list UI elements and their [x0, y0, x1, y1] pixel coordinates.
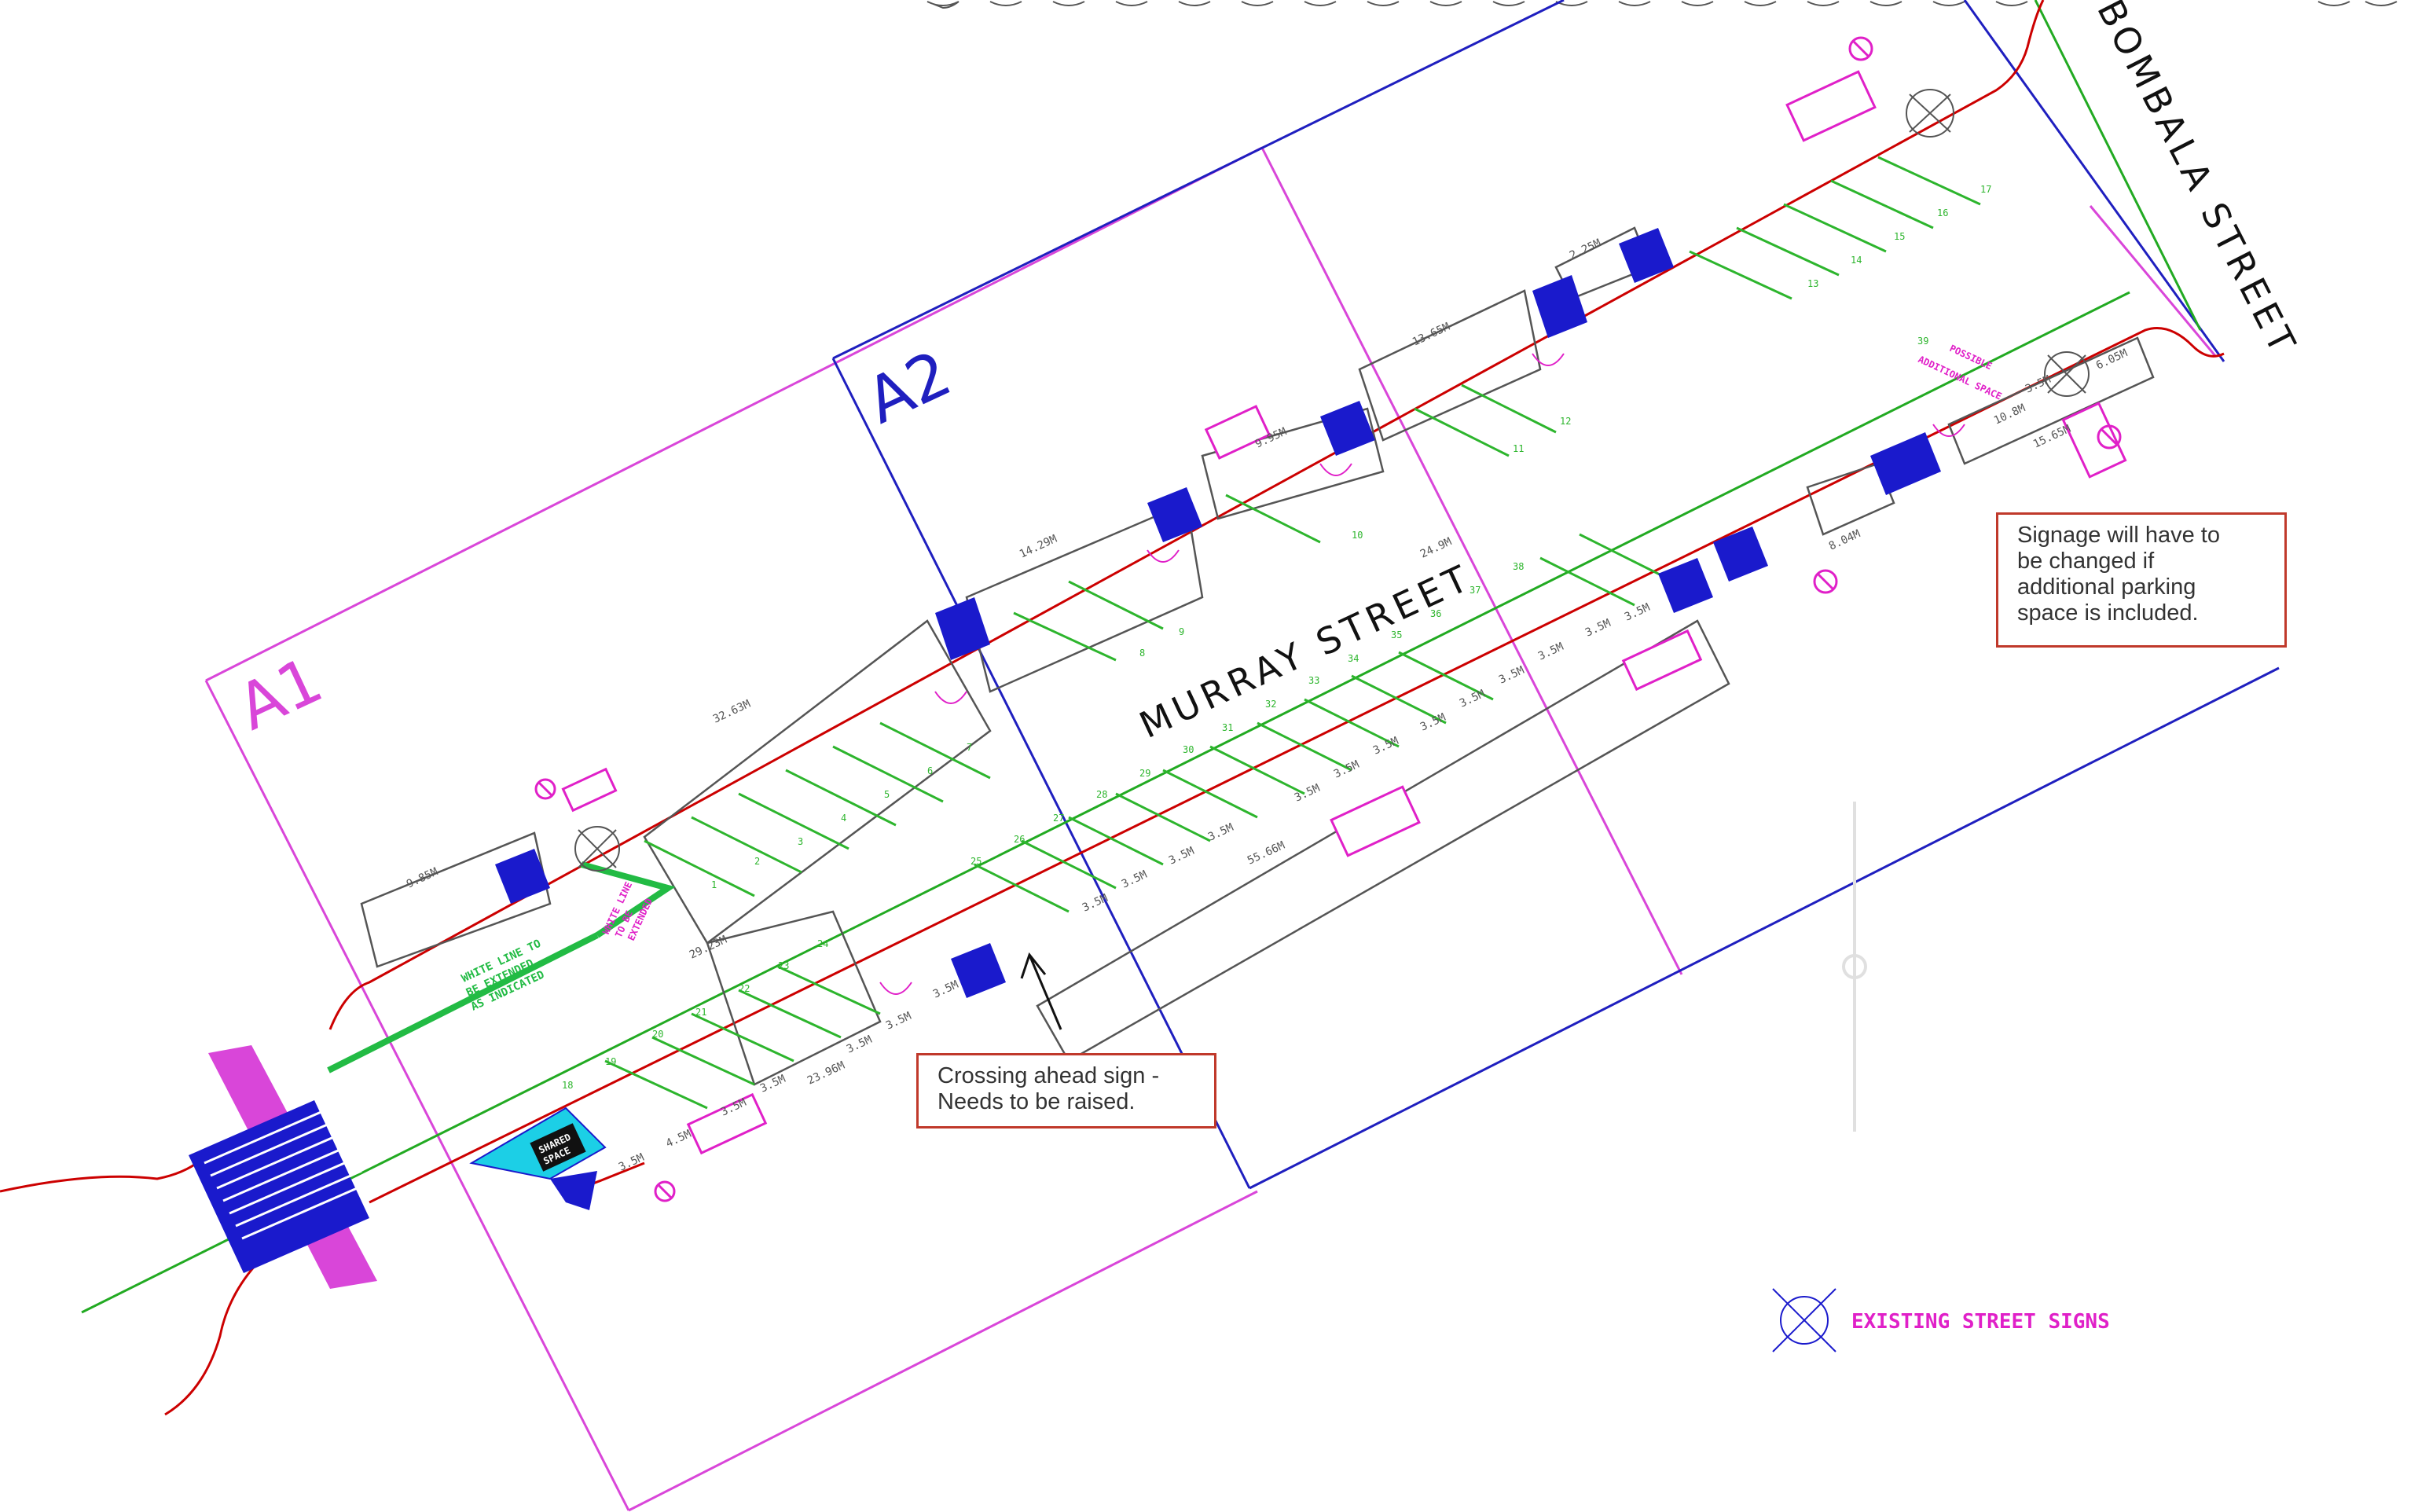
signage-note-line-2: be changed if: [2017, 549, 2155, 574]
no-stopping-signs: [534, 36, 2122, 1202]
pedestrian-crossing: [189, 1045, 377, 1289]
dim-north-6: 2.25M: [1568, 237, 1603, 262]
dim-bay-width-9: 3.5M: [1206, 821, 1235, 844]
bay-number-4: 4: [841, 813, 846, 824]
existing-street-sign-markers: [574, 89, 2090, 872]
bay-number-3: 3: [798, 836, 803, 847]
signage-note-line-1: Signage will have to: [2017, 523, 2220, 548]
bay-number-1: 1: [711, 879, 717, 890]
bay-number-34: 34: [1348, 653, 1359, 664]
bay-number-7: 7: [967, 742, 972, 753]
dim-south-2: 23.96M: [805, 1059, 847, 1088]
bay-number-5: 5: [884, 789, 890, 800]
dim-bay-width-18: 3.5M: [1623, 601, 1652, 624]
bay-number-39: 39: [1917, 336, 1928, 347]
bay-number-32: 32: [1265, 699, 1276, 710]
bay-number-35: 35: [1391, 629, 1402, 640]
crossing-note: Crossing ahead sign - Needs to be raised…: [916, 1053, 1216, 1128]
bay-number-15: 15: [1894, 231, 1905, 242]
shared-space-zone: [469, 1106, 607, 1180]
zone-boundaries: [204, 146, 2218, 1512]
street-sign-boards: [561, 70, 2127, 1155]
bay-number-19: 19: [605, 1056, 616, 1067]
bay-number-29: 29: [1139, 768, 1150, 779]
dim-bay-width-7: 3.5M: [1120, 868, 1149, 891]
centre-line: [81, 291, 2130, 1314]
bay-number-20: 20: [652, 1029, 663, 1040]
dim-north-5: 13.65M: [1411, 321, 1452, 349]
dim-bay-width-5: 3.5M: [931, 978, 960, 1001]
bay-number-22: 22: [739, 983, 750, 994]
dim-south-1: 29.23M: [688, 934, 729, 962]
annotation-possible-space-1: POSSIBLE: [1948, 343, 1994, 372]
dim-bay-width-8: 3.5M: [1167, 845, 1196, 868]
street-name-bombala: BOMBALA STREET: [2089, 0, 2306, 363]
bay-number-21: 21: [695, 1007, 706, 1018]
dim-south-6: 24.9M: [1418, 535, 1454, 560]
top-edge-tree-symbols: [926, 1, 2398, 9]
dim-bay-width-17: 3.5M: [1583, 617, 1613, 640]
signage-note: Signage will have to be changed if addit…: [1996, 512, 2287, 648]
bay-number-23: 23: [778, 960, 789, 971]
kerb-lines: [0, 0, 2225, 1416]
match-lines: [831, 0, 2280, 1190]
dim-north-2: 32.63M: [711, 698, 753, 726]
crossing-note-line-2: Needs to be raised.: [937, 1089, 1136, 1114]
dim-bay-width-6: 3.5M: [1081, 892, 1110, 915]
dim-south-3: 4.5M: [664, 1128, 693, 1151]
bay-number-33: 33: [1308, 675, 1319, 686]
dim-bay-width-10: 3.5M: [1293, 782, 1322, 805]
dim-bay-width-13: 3.5M: [1418, 711, 1447, 734]
dim-south-8: 10.8M: [1992, 402, 2027, 427]
blue-blocks: [495, 228, 1941, 1210]
bay-number-31: 31: [1222, 722, 1233, 733]
bay-number-25: 25: [971, 856, 982, 867]
bay-number-24: 24: [817, 938, 828, 949]
bay-number-37: 37: [1470, 585, 1481, 596]
bay-number-8: 8: [1139, 648, 1145, 659]
signage-note-line-3: additional parking: [2017, 574, 2196, 600]
bay-number-9: 9: [1179, 626, 1184, 637]
bay-number-11: 11: [1513, 443, 1524, 454]
zone-label-a1: A1: [227, 643, 333, 744]
bay-number-17: 17: [1980, 184, 1991, 195]
bay-number-26: 26: [1014, 834, 1025, 845]
parking-stripes: [604, 156, 1981, 1110]
dim-bay-width-12: 3.5M: [1371, 735, 1400, 758]
dim-north-3: 14.29M: [1018, 533, 1059, 561]
bay-number-36: 36: [1430, 608, 1441, 619]
legend-symbol: [1772, 1288, 1836, 1352]
bay-number-16: 16: [1937, 207, 1948, 218]
bay-number-13: 13: [1807, 278, 1818, 289]
north-arrow: [1842, 802, 1867, 1132]
dim-south-4: 3.5M: [617, 1151, 646, 1174]
bay-number-12: 12: [1560, 416, 1571, 427]
bay-number-14: 14: [1851, 255, 1862, 266]
dim-bay-width-16: 3.5M: [1536, 640, 1565, 663]
crossing-note-line-1: Crossing ahead sign -: [937, 1063, 1160, 1088]
legend-label: EXISTING STREET SIGNS: [1851, 1310, 2110, 1334]
bay-number-2: 2: [754, 856, 760, 867]
signage-note-line-4: space is included.: [2017, 600, 2199, 626]
arc-markers: [879, 353, 1965, 995]
bay-number-28: 28: [1096, 789, 1107, 800]
bombala-street-lines: [2034, 0, 2202, 331]
bay-number-18: 18: [562, 1080, 573, 1091]
bay-number-10: 10: [1352, 530, 1363, 541]
zone-label-a2: A2: [856, 336, 962, 438]
bay-number-30: 30: [1183, 744, 1194, 755]
bay-number-27: 27: [1053, 813, 1064, 824]
bay-number-38: 38: [1513, 561, 1524, 572]
dim-north-1: 9.85M: [405, 865, 440, 890]
dim-bay-width-15: 3.5M: [1497, 664, 1526, 687]
dim-south-9: 15.65M: [2031, 423, 2073, 451]
crossing-sign-arrow: [1020, 952, 1062, 1030]
dim-bay-width-14: 3.5M: [1458, 688, 1487, 710]
white-line-extension: [327, 861, 676, 1073]
bay-number-6: 6: [927, 765, 933, 776]
dim-bay-width-4: 3.5M: [884, 1010, 913, 1033]
